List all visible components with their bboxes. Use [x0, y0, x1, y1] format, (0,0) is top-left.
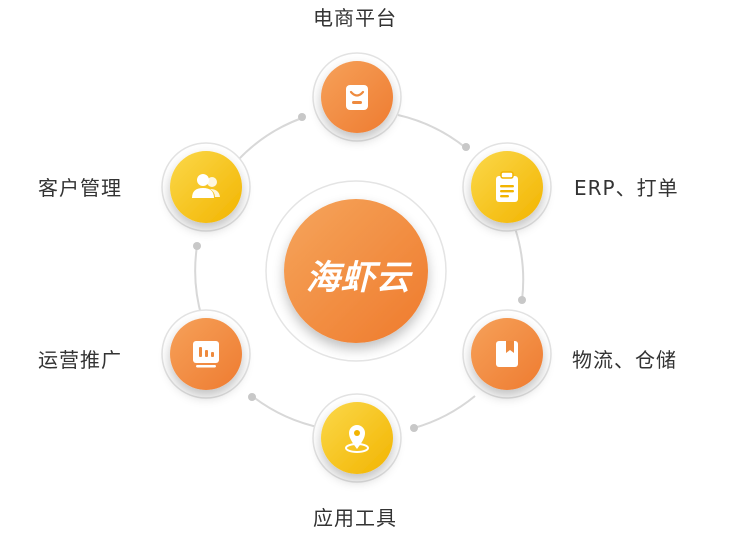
label-marketing: 运营推广: [38, 348, 122, 372]
arc-customers-ecommerce: [237, 117, 303, 161]
clipboard-icon: [496, 171, 518, 202]
arc-marketing-customers: [194, 245, 203, 319]
node-erp[interactable]: [462, 142, 552, 232]
center-label: 海虾云: [306, 258, 411, 298]
shopping-bag-icon: [346, 85, 368, 110]
node-customers[interactable]: [161, 142, 251, 232]
arc-logistics-tools: [413, 395, 476, 429]
dot: [518, 296, 526, 304]
node-marketing[interactable]: [161, 309, 251, 399]
label-erp: ERP、打单: [574, 176, 679, 200]
chart-board-icon: [193, 341, 219, 368]
label-logistics: 物流、仓储: [572, 348, 677, 372]
center-circle: [284, 199, 428, 343]
dot: [410, 424, 418, 432]
arc-erp-logistics: [514, 227, 525, 301]
arc-tools-marketing: [251, 395, 323, 429]
users-icon: [192, 174, 220, 198]
bookmark-book-icon: [496, 341, 518, 367]
label-ecommerce: 电商平台: [313, 6, 397, 30]
center-hub: [265, 180, 447, 362]
node-tools[interactable]: [312, 393, 402, 483]
location-pin-icon: [345, 425, 369, 453]
node-logistics[interactable]: [462, 309, 552, 399]
dot: [462, 143, 470, 151]
dot: [193, 242, 201, 250]
arc-ecommerce-erp: [397, 114, 467, 149]
dot: [298, 113, 306, 121]
node-circle: [170, 151, 242, 223]
node-ecommerce[interactable]: [312, 52, 402, 142]
connector-dots: [193, 113, 526, 432]
label-tools: 应用工具: [313, 506, 397, 530]
dot: [248, 393, 256, 401]
label-customers: 客户管理: [38, 176, 122, 200]
